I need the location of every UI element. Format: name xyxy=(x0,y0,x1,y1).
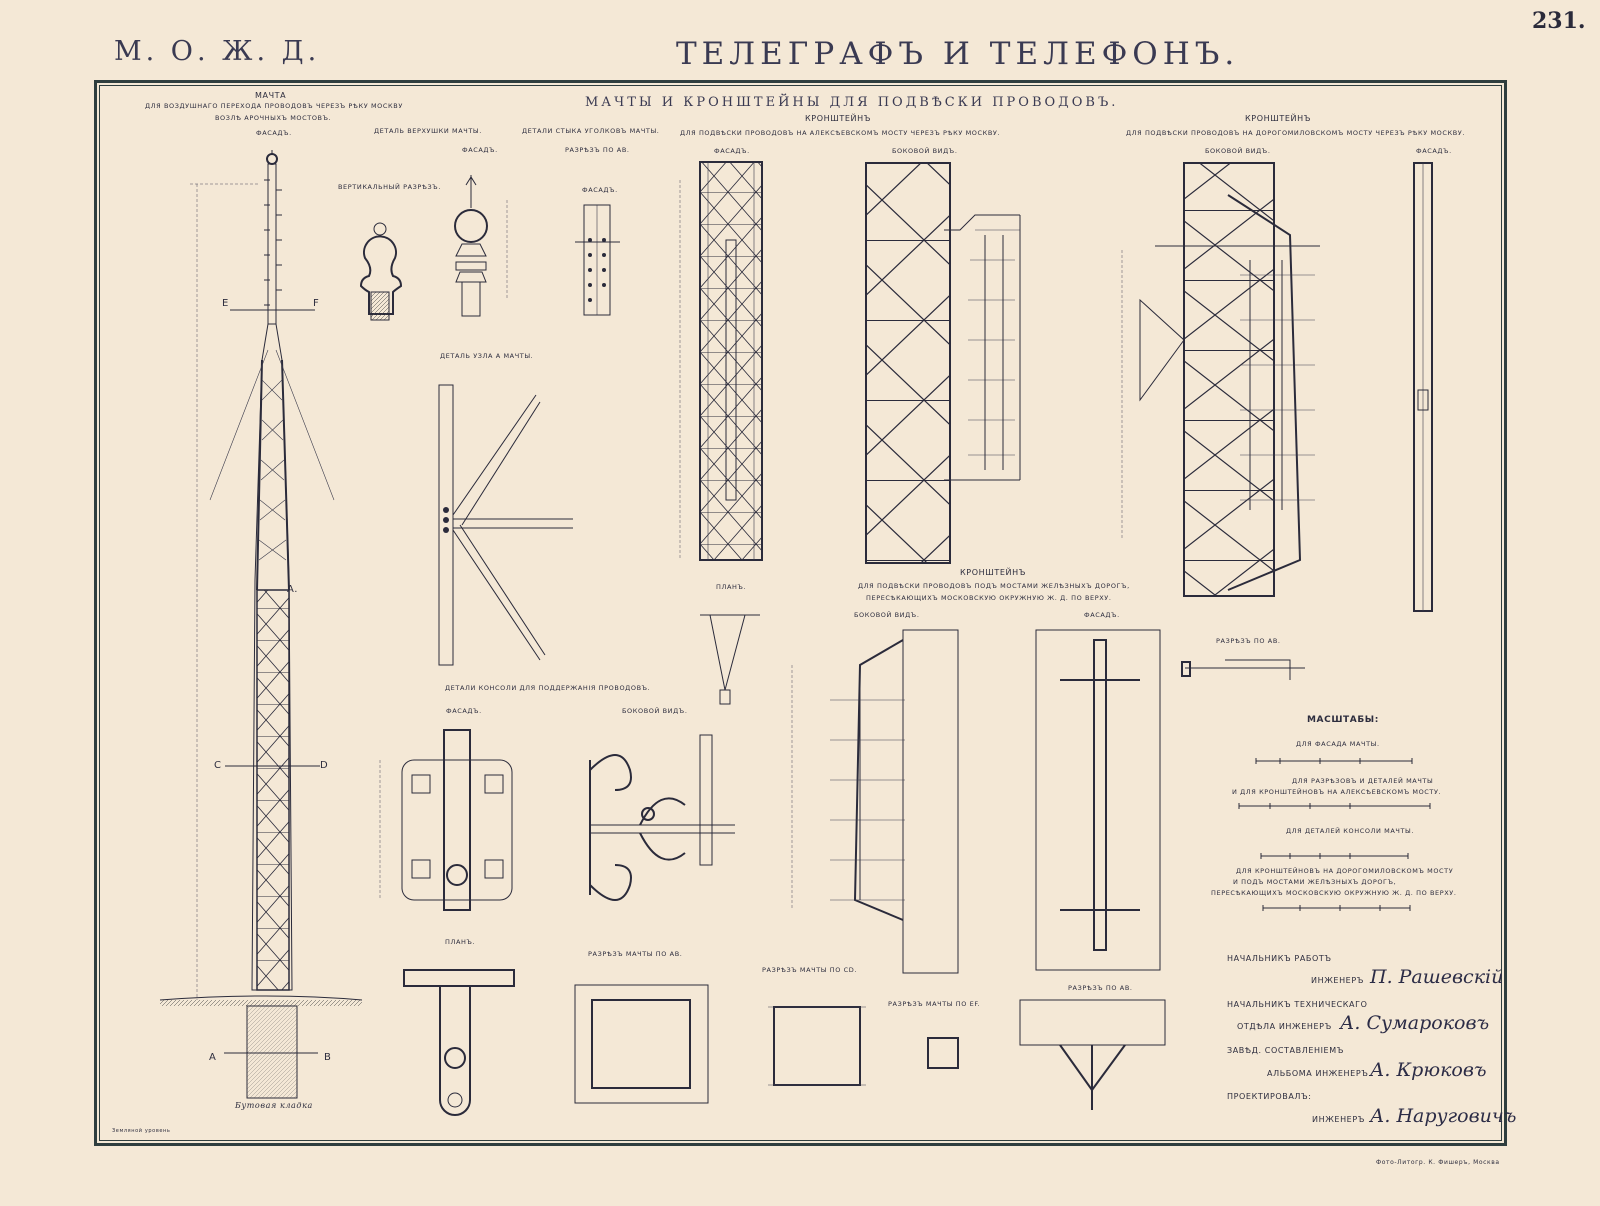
mast-subtitle-1: ДЛЯ ВОЗДУШНАГО ПЕРЕХОДА ПРОВОДОВЪ ЧЕРЕЗЪ… xyxy=(145,102,403,110)
mast-section-cd xyxy=(768,1007,866,1085)
credit-4-title: ИНЖЕНЕРЪ xyxy=(1312,1115,1366,1124)
alex-side xyxy=(866,163,1020,563)
letter-a-base: A xyxy=(209,1052,217,1063)
scale-4-label-b: И ПОДЪ МОСТАМИ ЖЕЛѢЗНЫХЪ ДОРОГЪ, xyxy=(1233,878,1397,886)
credit-3-role: ЗАВѢД. СОСТАВЛЕНІЕМЪ xyxy=(1227,1046,1344,1055)
scale-4-label-a: ДЛЯ КРОНШТЕЙНОВЪ НА ДОРОГОМИЛОВСКОМЪ МОС… xyxy=(1236,867,1454,875)
letter-a-node: A. xyxy=(287,584,299,595)
top-vertical-section xyxy=(361,223,401,320)
rail-section-ab-label: РАЗРѢЗЪ ПО АВ. xyxy=(1068,984,1133,992)
rail-subtitle-2: ПЕРЕСѢКАЮЩИХЪ МОСКОВСКУЮ ОКРУЖНУЮ Ж. Д. … xyxy=(866,594,1112,602)
scale-4-label-c: ПЕРЕСѢКАЮЩИХЪ МОСКОВСКУЮ ОКРУЖНУЮ Ж. Д. … xyxy=(1211,889,1457,897)
inner-frame xyxy=(99,85,1502,1141)
rail-side-label: БОКОВОЙ ВИДЪ. xyxy=(854,611,920,619)
small-plan xyxy=(700,615,760,704)
scale-2-label-a: ДЛЯ РАЗРѢЗОВЪ И ДЕТАЛЕЙ МАЧТЫ xyxy=(1292,777,1434,785)
credit-2-title: ОТДѢЛА ИНЖЕНЕРЪ xyxy=(1237,1022,1332,1031)
credit-1-signature: П. Рашевскій xyxy=(1370,966,1504,988)
rail-subtitle-1: ДЛЯ ПОДВѢСКИ ПРОВОДОВЪ ПОДЪ МОСТАМИ ЖЕЛѢ… xyxy=(858,582,1130,590)
dor-section xyxy=(1182,660,1305,680)
mast-section-ef-label: РАЗРѢЗЪ МАЧТЫ ПО EF. xyxy=(888,1000,981,1008)
credit-1-role: НАЧАЛЬНИКЪ РАБОТЪ xyxy=(1227,954,1332,963)
dor-side-label: БОКОВОЙ ВИДЪ. xyxy=(1205,147,1271,155)
console-facade-label: ФАСАДЪ. xyxy=(446,707,482,715)
mast-section-ef xyxy=(928,1038,958,1068)
node-a-detail xyxy=(439,385,573,665)
alex-side-label: БОКОВОЙ ВИДЪ. xyxy=(892,147,958,155)
alex-facade xyxy=(680,162,762,560)
dor-title: КРОНШТЕЙНЪ xyxy=(1245,114,1311,123)
console-plan xyxy=(404,970,514,1115)
mast-subtitle-2: ВОЗЛѢ АРОЧНЫХЪ МОСТОВЪ. xyxy=(215,114,332,122)
console-side-label: БОКОВОЙ ВИДЪ. xyxy=(622,707,688,715)
mast-section-ab-label: РАЗРѢЗЪ МАЧТЫ ПО АВ. xyxy=(588,950,683,958)
rail-facade-label: ФАСАДЪ. xyxy=(1084,611,1120,619)
ground-label: Земляной уровень xyxy=(112,1128,171,1134)
vertical-section-label: ВЕРТИКАЛЬНЫЙ РАЗРѢЗЪ. xyxy=(338,183,441,191)
page-number: 231. xyxy=(1532,8,1586,34)
credit-4-signature: А. Наруговичъ xyxy=(1370,1105,1517,1127)
header-left: М. О. Ж. Д. xyxy=(114,36,321,67)
top-detail-title: ДЕТАЛЬ ВЕРХУШКИ МАЧТЫ. xyxy=(374,127,482,135)
sheet-title: МАЧТЫ И КРОНШТЕЙНЫ ДЛЯ ПОДВѢСКИ ПРОВОДОВ… xyxy=(585,95,1119,110)
scale-2-label-b: И ДЛЯ КРОНШТЕЙНОВЪ НА АЛЕКСѢЕВСКОМЪ МОСТ… xyxy=(1232,788,1442,796)
top-facade xyxy=(455,175,507,316)
mast-section-cd-label: РАЗРѢЗЪ МАЧТЫ ПО CD. xyxy=(762,966,858,974)
outer-frame xyxy=(94,80,1507,1146)
alex-title: КРОНШТЕЙНЪ xyxy=(805,114,871,123)
mast-elevation xyxy=(160,150,362,1098)
joint-detail-title: ДЕТАЛИ СТЫКА УГОЛКОВЪ МАЧТЫ. xyxy=(522,127,660,135)
scale-bars xyxy=(1239,758,1430,911)
console-title: ДЕТАЛИ КОНСОЛИ ДЛЯ ПОДДЕРЖАНІЯ ПРОВОДОВЪ… xyxy=(445,684,651,692)
printer-credit: Фото-Литогр. К. Фишеръ, Москва xyxy=(1376,1159,1500,1166)
header-center: ТЕЛЕГРАФЪ И ТЕЛЕФОНЪ. xyxy=(676,36,1240,72)
foundation-label: Бутовая кладка xyxy=(235,1101,313,1110)
small-plan-label: ПЛАНЪ. xyxy=(716,583,747,591)
alex-facade-label: ФАСАДЪ. xyxy=(714,147,750,155)
credit-3-signature: А. Крюковъ xyxy=(1370,1059,1487,1081)
mast-facade-label: ФАСАДЪ. xyxy=(256,129,292,137)
dor-subtitle: ДЛЯ ПОДВѢСКИ ПРОВОДОВЪ НА ДОРОГОМИЛОВСКО… xyxy=(1126,129,1466,137)
mast-title: МАЧТА xyxy=(255,91,287,100)
mast-section-ab xyxy=(575,985,708,1103)
letter-b-base: B xyxy=(324,1052,332,1063)
letter-c: C xyxy=(214,760,222,771)
joint-section-label: РАЗРѢЗЪ ПО АВ. xyxy=(565,146,630,154)
alex-subtitle: ДЛЯ ПОДВѢСКИ ПРОВОДОВЪ НА АЛЕКСѢЕВСКОМЪ … xyxy=(680,129,1001,137)
credit-4-role: ПРОЕКТИРОВАЛЪ: xyxy=(1227,1092,1312,1101)
letter-f: F xyxy=(313,298,320,309)
joint-detail xyxy=(575,205,620,315)
letter-e: E xyxy=(222,298,229,309)
scales-title: МАСШТАБЫ: xyxy=(1307,715,1379,725)
credit-2-role: НАЧАЛЬНИКЪ ТЕХНИЧЕСКАГО xyxy=(1227,1000,1368,1009)
letter-d: D xyxy=(320,760,329,771)
joint-facade-label: ФАСАДЪ. xyxy=(582,186,618,194)
section-ab-right-label: РАЗРѢЗЪ ПО АВ. xyxy=(1216,637,1281,645)
node-detail-title: ДЕТАЛЬ УЗЛА А МАЧТЫ. xyxy=(440,352,534,360)
dor-side xyxy=(1122,163,1320,596)
console-plan-label: ПЛАНЪ. xyxy=(445,938,476,946)
dor-facade xyxy=(1414,163,1432,611)
credit-2-signature: А. Сумароковъ xyxy=(1340,1012,1490,1034)
top-facade-label: ФАСАДЪ. xyxy=(462,146,498,154)
credit-1-title: ИНЖЕНЕРЪ xyxy=(1311,976,1365,985)
console-facade xyxy=(380,730,512,910)
dor-facade-label: ФАСАДЪ. xyxy=(1416,147,1452,155)
scale-1-label: ДЛЯ ФАСАДА МАЧТЫ. xyxy=(1296,740,1380,748)
rail-side xyxy=(792,630,958,973)
rail-facade xyxy=(1036,630,1160,970)
credit-3-title: АЛЬБОМА ИНЖЕНЕРЪ xyxy=(1267,1069,1369,1078)
console-side xyxy=(590,735,735,900)
rail-section-ab xyxy=(1020,1000,1165,1110)
scale-3-label: ДЛЯ ДЕТАЛЕЙ КОНСОЛИ МАЧТЫ. xyxy=(1286,827,1415,835)
rail-title: КРОНШТЕЙНЪ xyxy=(960,568,1026,577)
